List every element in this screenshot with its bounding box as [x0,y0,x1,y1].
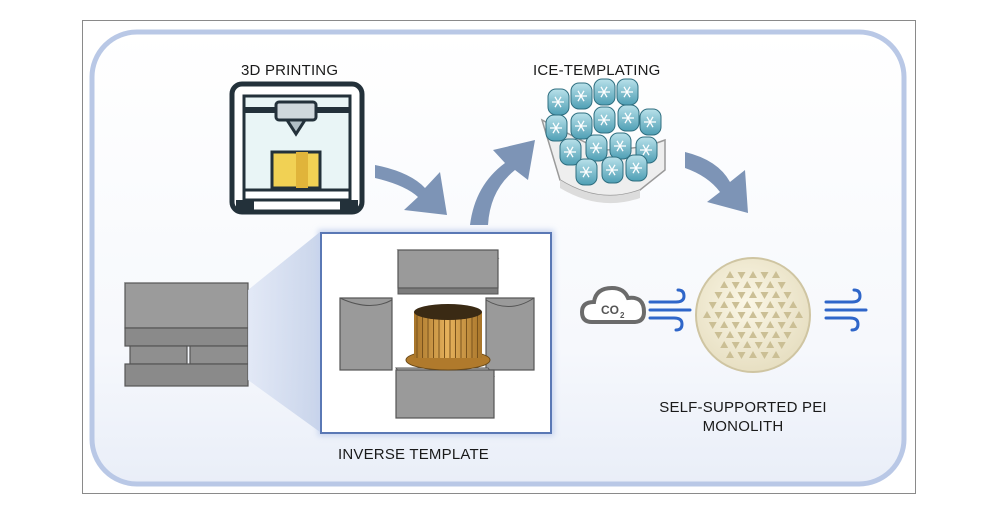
label-3d-printing: 3D PRINTING [241,62,339,79]
co2-text: CO [601,303,619,317]
wind-icon [648,288,692,332]
label-pei-line2: MONOLITH [702,418,784,435]
inverse-template-mold [123,282,250,387]
label-pei-line1: SELF-SUPPORTED PEI [659,399,827,416]
arrow-to-monolith [685,152,748,213]
co2-subscript: 2 [620,311,625,320]
co2-cloud-icon: CO 2 [579,285,647,324]
pei-monolith-disc [695,257,811,373]
zoom-cone [248,232,320,432]
wind-icon [824,288,868,332]
label-pei-monolith: SELF-SUPPORTED PEI MONOLITH [648,398,838,436]
label-ice-templating: ICE-TEMPLATING [533,62,661,79]
arrow-to-template [375,165,447,215]
label-inverse-template: INVERSE TEMPLATE [338,446,490,463]
arrow-to-ice [470,140,535,225]
inverse-template-inset [318,230,554,436]
ice-templated-block [540,78,666,204]
3d-printer-icon [229,81,365,215]
